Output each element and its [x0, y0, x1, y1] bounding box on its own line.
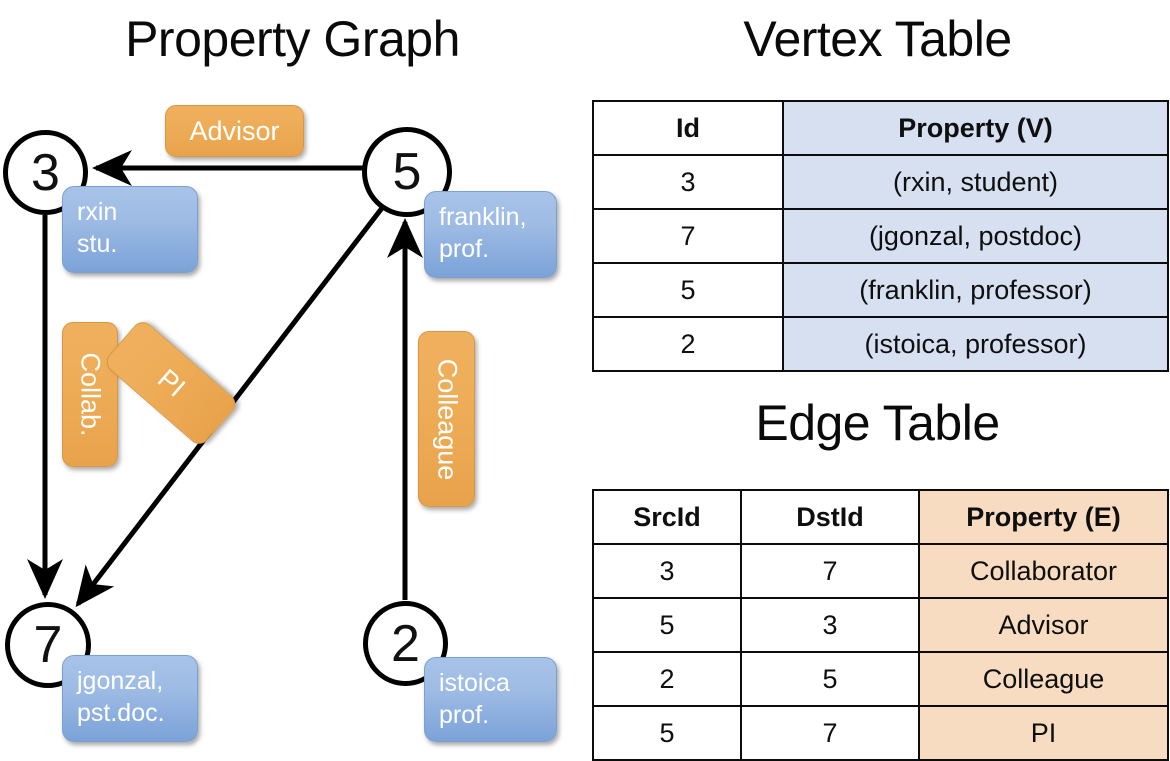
vertex-table-header-row: Id Property (V): [592, 100, 1169, 156]
node-property-box-2[interactable]: istoica prof.: [424, 657, 557, 742]
edge-label-advisor[interactable]: Advisor: [165, 105, 304, 157]
edge-cell-dstid: 5: [740, 651, 920, 707]
vertex-table: Id Property (V) 3 (rxin, student) 7 (jgo…: [592, 100, 1169, 372]
property-graph-diagram: 3 5 7 2 rxin stu. franklin, prof. jgonza…: [0, 0, 585, 760]
edge-cell-dstid: 7: [740, 705, 920, 761]
table-row: 3 (rxin, student): [592, 154, 1169, 210]
table-row: 3 7 Collaborator: [592, 543, 1169, 599]
edge-cell-dstid: 3: [740, 597, 920, 653]
edge-label-colleague-text: Colleague: [432, 358, 462, 480]
table-row: 5 3 Advisor: [592, 597, 1169, 653]
vertex-cell-property: (rxin, student): [782, 154, 1169, 210]
graph-node-2[interactable]: 2: [363, 601, 448, 686]
vertex-cell-property: (jgonzal, postdoc): [782, 208, 1169, 264]
vertex-table-header-id: Id: [592, 100, 784, 156]
vertex-cell-id: 7: [592, 208, 784, 264]
table-row: 2 5 Colleague: [592, 651, 1169, 707]
node-property-name-7: jgonzal,: [77, 667, 164, 695]
edge-table-header-property: Property (E): [918, 489, 1169, 545]
vertex-cell-id: 3: [592, 154, 784, 210]
vertex-cell-id: 5: [592, 262, 784, 318]
table-row: 5 7 PI: [592, 705, 1169, 761]
edge-cell-property: Advisor: [918, 597, 1169, 653]
edge-table-header-row: SrcId DstId Property (E): [592, 489, 1169, 545]
page-title-property-graph: Property Graph: [125, 11, 460, 67]
vertex-cell-id: 2: [592, 316, 784, 372]
node-property-name-2: istoica: [439, 669, 510, 697]
node-property-name-3: rxin: [77, 198, 118, 226]
page-title-edge-table: Edge Table: [755, 395, 1000, 451]
table-row: 5 (franklin, professor): [592, 262, 1169, 318]
node-property-name-5: franklin,: [439, 203, 527, 231]
edge-cell-property: Colleague: [918, 651, 1169, 707]
edge-label-advisor-text: Advisor: [189, 115, 280, 146]
edge-table-header-dstid: DstId: [740, 489, 920, 545]
vertex-cell-property: (franklin, professor): [782, 262, 1169, 318]
edge-cell-srcid: 5: [592, 705, 742, 761]
edge-cell-dstid: 7: [740, 543, 920, 599]
edge-label-collab[interactable]: Collab.: [62, 322, 118, 467]
vertex-table-header-property: Property (V): [782, 100, 1169, 156]
node-property-role-5: prof.: [439, 235, 490, 263]
table-row: 7 (jgonzal, postdoc): [592, 208, 1169, 264]
node-property-role-2: prof.: [439, 701, 490, 729]
edge-table: SrcId DstId Property (E) 3 7 Collaborato…: [592, 489, 1169, 761]
edge-label-pi-text: PI: [151, 362, 191, 403]
edge-cell-srcid: 3: [592, 543, 742, 599]
edge-cell-property: PI: [918, 705, 1169, 761]
edge-cell-srcid: 2: [592, 651, 742, 707]
node-property-box-7[interactable]: jgonzal, pst.doc.: [62, 655, 198, 742]
edge-cell-property: Collaborator: [918, 543, 1169, 599]
edge-cell-srcid: 5: [592, 597, 742, 653]
edge-label-colleague[interactable]: Colleague: [418, 331, 475, 507]
node-property-role-3: stu.: [77, 230, 118, 258]
table-row: 2 (istoica, professor): [592, 316, 1169, 372]
page-title-vertex-table: Vertex Table: [743, 11, 1012, 67]
node-property-box-5[interactable]: franklin, prof.: [424, 191, 557, 278]
vertex-cell-property: (istoica, professor): [782, 316, 1169, 372]
node-property-box-3[interactable]: rxin stu.: [62, 186, 198, 273]
node-property-role-7: pst.doc.: [77, 699, 165, 727]
edge-table-header-srcid: SrcId: [592, 489, 742, 545]
edge-label-collab-text: Collab.: [75, 352, 106, 437]
graph-node-5[interactable]: 5: [362, 127, 452, 217]
